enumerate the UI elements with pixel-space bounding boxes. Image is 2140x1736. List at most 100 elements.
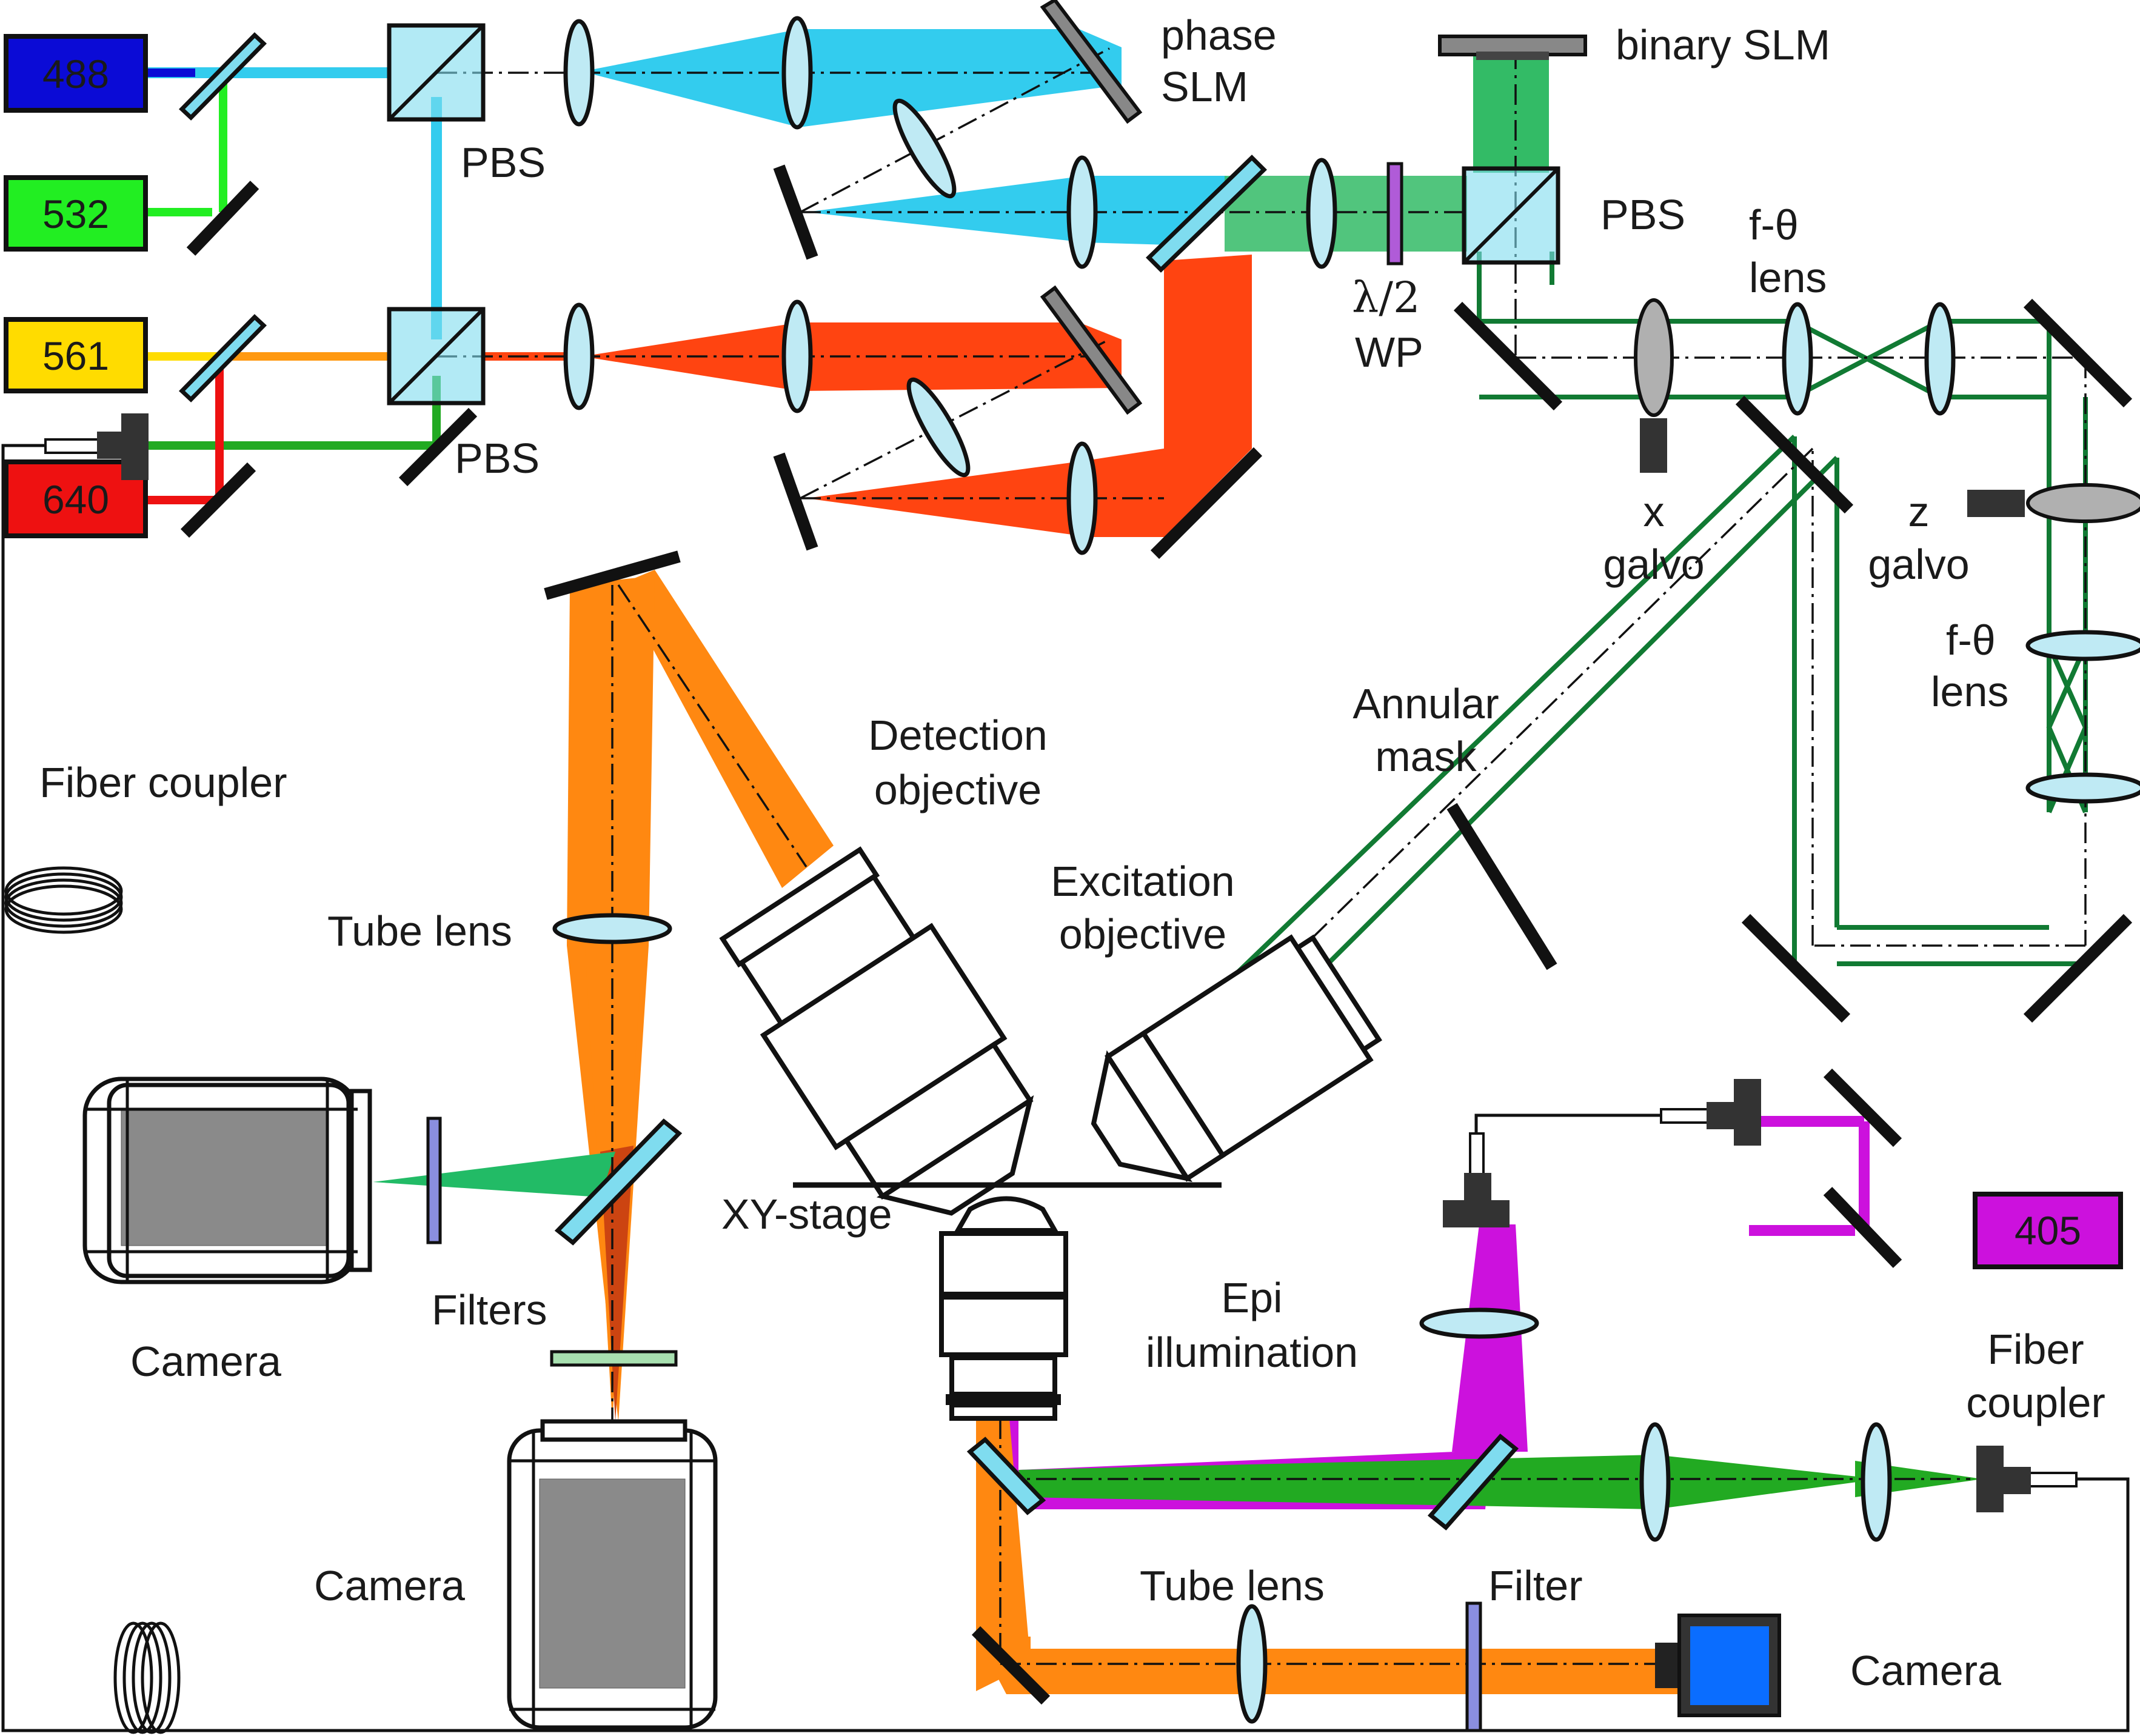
lens-561-1: [563, 302, 595, 410]
mirror-405-a: [1823, 1068, 1902, 1147]
label-detection-objective-2: objective: [874, 766, 1042, 813]
label-pbs-upper: PBS: [461, 139, 546, 186]
z-galvo: [1967, 483, 2140, 523]
x-galvo: [1634, 298, 1674, 473]
pbs-right: [1462, 166, 1560, 265]
mirror-red-up: [1150, 447, 1263, 559]
beam-red-expanded: [582, 322, 1122, 391]
dichroic-epi: [1427, 1434, 1519, 1531]
label-detection-objective-1: Detection: [868, 712, 1048, 759]
laser-405-label: 405: [2015, 1208, 2081, 1253]
label-ftheta-top-2: lens: [1749, 254, 1827, 301]
laser-488[interactable]: 488: [4, 34, 148, 113]
label-epi-1: Epi: [1221, 1274, 1282, 1321]
label-phase-slm-1: phase: [1161, 12, 1277, 59]
phase-slm-upper: [1040, 0, 1143, 124]
label-annular-mask-2: mask: [1375, 733, 1477, 780]
mirror-cyan-fold: [773, 164, 818, 260]
label-z-galvo-2: galvo: [1868, 541, 1969, 588]
laser-532-label: 532: [42, 192, 109, 236]
label-ftheta-side-1: f-θ: [1946, 616, 1996, 664]
dichroics: [178, 32, 1519, 1531]
dichroic-561: [178, 314, 267, 402]
mirror-scan-1: [1453, 301, 1563, 411]
label-waveplate-1: λ/2: [1352, 273, 1420, 322]
label-fiber-coupler-left: Fiber coupler: [39, 759, 287, 806]
lens-ftheta-top-2: [1924, 302, 1956, 416]
mirror-green-fiber: [398, 407, 478, 487]
pbs-lower: [387, 307, 486, 406]
fiber-coupler-left-device: [44, 413, 149, 480]
labels: phase SLM binary SLM PBS PBS PBS λ/2 WP …: [39, 12, 2105, 1694]
label-x-galvo-1: x: [1643, 488, 1665, 535]
laser-405[interactable]: 405: [1973, 1192, 2123, 1269]
label-fiber-coupler-right-2: coupler: [1966, 1379, 2105, 1426]
label-z-galvo-1: z: [1908, 488, 1930, 535]
label-waveplate-2: WP: [1355, 329, 1423, 376]
lens-488-2: [781, 16, 813, 130]
camera-right-device: [1655, 1614, 1781, 1717]
laser-561-label: 561: [42, 333, 109, 378]
lens-red-tilted: [906, 377, 971, 478]
filter-bottom-camera: [550, 1350, 678, 1367]
lens-488-1: [563, 19, 595, 127]
lens-epi-green-1: [1639, 1422, 1671, 1542]
lens-561-2: [781, 299, 813, 413]
label-excitation-objective-1: Excitation: [1051, 858, 1234, 905]
label-excitation-objective-2: objective: [1059, 910, 1226, 958]
mirror-scan-3: [2023, 913, 2133, 1023]
lens-cyan-return: [1066, 155, 1098, 269]
beam-green-merged: [1225, 176, 1467, 252]
label-ftheta-side-2: lens: [1931, 668, 2008, 715]
dichroic-merge: [1146, 155, 1267, 273]
filter-left: [426, 1117, 442, 1244]
mirror-532: [186, 181, 259, 256]
dichroic-epi-left: [966, 1437, 1046, 1515]
fiber-coupler-epi-device: [1443, 1132, 1510, 1227]
camera-bottom-device: [507, 1419, 718, 1730]
beam-red-corner: [1164, 449, 1252, 537]
label-binary-slm: binary SLM: [1616, 21, 1830, 68]
label-pbs-lower: PBS: [455, 435, 540, 482]
mirror-scan-2: [2023, 298, 2133, 408]
camera-left-device: [82, 1077, 372, 1284]
laser-561[interactable]: 561: [4, 317, 148, 393]
epi-objective: [939, 1196, 1068, 1421]
annular-mask: [1446, 803, 1557, 970]
excitation-objective: [1091, 934, 1382, 1183]
label-filter: Filter: [1488, 1562, 1583, 1609]
lens-cyan-tilted: [892, 98, 957, 199]
label-camera-bottom: Camera: [314, 1562, 465, 1609]
label-annular-mask-1: Annular: [1353, 680, 1499, 727]
label-camera-left: Camera: [130, 1338, 281, 1385]
laser-532[interactable]: 532: [4, 175, 148, 252]
beam-detection-upper: [618, 570, 834, 888]
label-x-galvo-2: galvo: [1603, 541, 1704, 588]
beam-cyan-fan: [806, 176, 1085, 242]
mirror-405-b: [1823, 1187, 1902, 1268]
mirror-scan-4: [1741, 913, 1851, 1023]
mirror-640: [180, 462, 256, 538]
detection-objective: [719, 846, 1034, 1216]
label-epi-2: illumination: [1146, 1329, 1358, 1376]
fiber-coil-top: [4, 866, 123, 934]
mirrors: [180, 164, 2133, 1705]
dichroic-488: [178, 32, 267, 121]
lens-ftheta-side-1: [2025, 630, 2140, 661]
lens-ftheta-top-1: [1782, 302, 1813, 416]
fiber-coupler-right-device: [1976, 1446, 2078, 1512]
beam-filter-green: [373, 1152, 615, 1197]
label-tube-lens-lower: Tube lens: [1140, 1562, 1325, 1609]
label-xy-stage: XY-stage: [721, 1190, 892, 1238]
mirror-red-fold: [773, 452, 818, 551]
label-camera-right: Camera: [1850, 1647, 2001, 1694]
fiber-cables: [1, 444, 2130, 1734]
label-fiber-coupler-right-1: Fiber: [1987, 1326, 2084, 1373]
beam-epi-horizontal: [1006, 1649, 1682, 1694]
lens-epi-405: [1419, 1307, 1539, 1339]
beam-epi-detection: [976, 1418, 1031, 1691]
lens-ftheta-side-2: [2025, 772, 2140, 804]
beam-green-epi: [1018, 1455, 1982, 1509]
pbs-upper: [387, 23, 486, 122]
